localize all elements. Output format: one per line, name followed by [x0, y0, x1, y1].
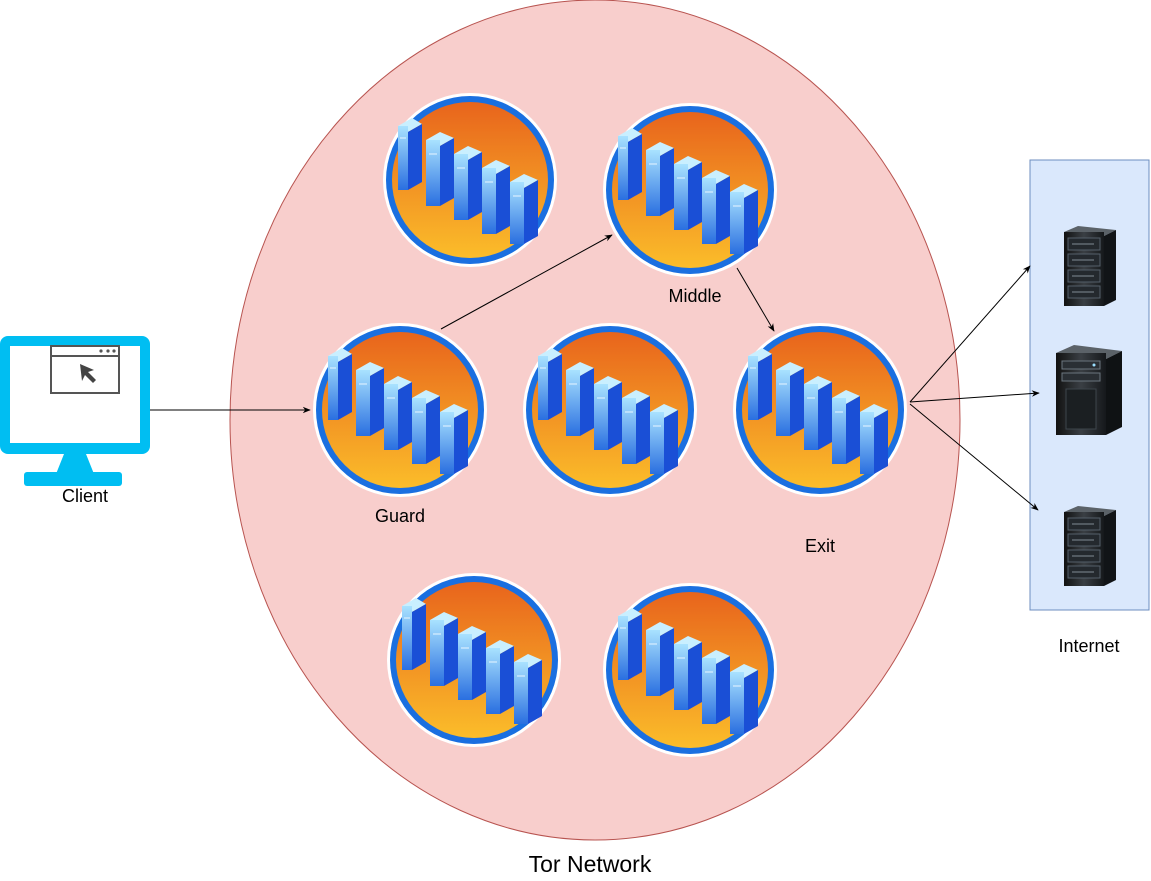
guard-label: Guard — [375, 506, 425, 526]
edge-exit-server-2 — [909, 390, 1040, 403]
server-rack-icon — [602, 582, 778, 758]
server-tower-icon — [1056, 345, 1122, 435]
server-rack-icon — [382, 92, 558, 268]
network-label: Tor Network — [529, 851, 652, 877]
edge-exit-server-1 — [909, 265, 1031, 403]
middle-relay-icon — [602, 102, 778, 278]
edge-guard-middle — [440, 234, 613, 330]
guard-relay-icon — [312, 322, 488, 498]
server-rack-icon — [386, 572, 562, 748]
edge-middle-exit — [736, 267, 775, 332]
client-label: Client — [62, 486, 108, 506]
server-rack-icon — [522, 322, 698, 498]
edge-exit-server-3 — [909, 403, 1039, 511]
exit-relay-icon — [732, 322, 908, 498]
monitor-icon — [0, 336, 150, 486]
server-tower-icon — [1063, 225, 1117, 307]
internet-label: Internet — [1058, 636, 1119, 656]
middle-label: Middle — [668, 286, 721, 306]
server-tower-icon — [1063, 505, 1117, 587]
exit-label: Exit — [805, 536, 835, 556]
